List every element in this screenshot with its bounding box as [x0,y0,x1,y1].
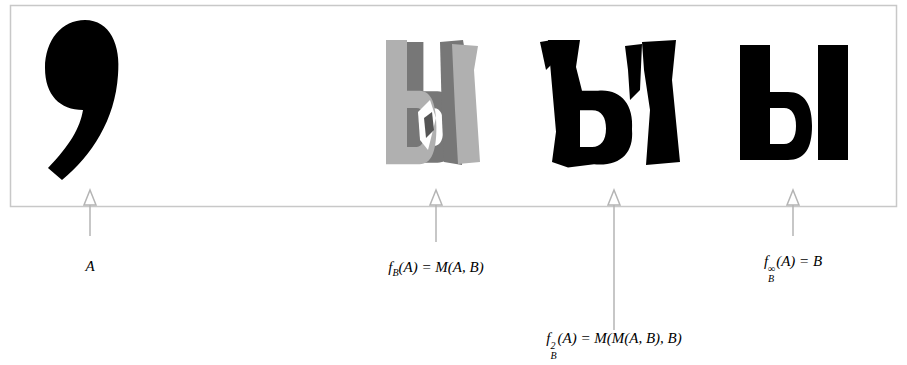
formula-part: ∞ [768,264,775,274]
formula-part: f [388,259,392,275]
script-stack: ∞B [768,264,775,284]
formula-part: (A) = M(A, B) [399,259,484,275]
formula-part: A [85,258,94,274]
blend-glyph-2 [540,40,680,167]
formula-part: B [392,267,398,278]
formula-label: fB(A) = M(A, B) [388,258,483,279]
target-glyph [740,45,848,160]
formula-label: A [85,257,94,275]
formula-part: (A) = M(M(A, B), B) [558,330,682,346]
formula-part: B [550,351,556,361]
formula-label: f∞B(A) = B [764,252,822,284]
formula-part: f [764,253,768,269]
blend-glyph-1 [386,40,480,165]
comma-glyph [45,20,118,180]
formula-label: f2B(A) = M(M(A, B), B) [546,329,682,361]
pointer-arrows [84,190,799,330]
formula-part: 2 [550,341,556,351]
frame [11,6,897,207]
formula-part: B [768,274,775,284]
formula-part: (A) = B [776,253,822,269]
script-stack: 2B [550,341,556,361]
formula-part: f [546,330,550,346]
